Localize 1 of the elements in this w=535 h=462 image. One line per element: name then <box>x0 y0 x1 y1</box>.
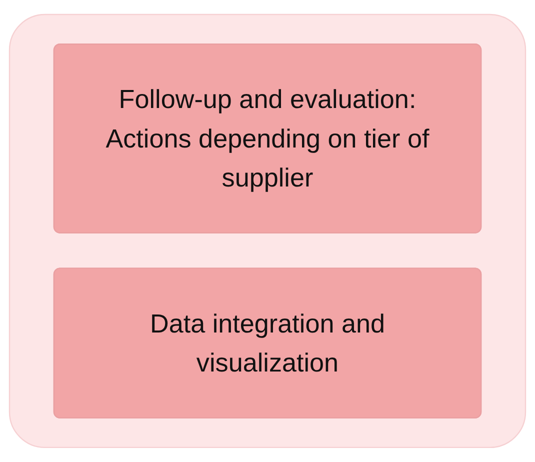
cluster <box>8 14 526 448</box>
